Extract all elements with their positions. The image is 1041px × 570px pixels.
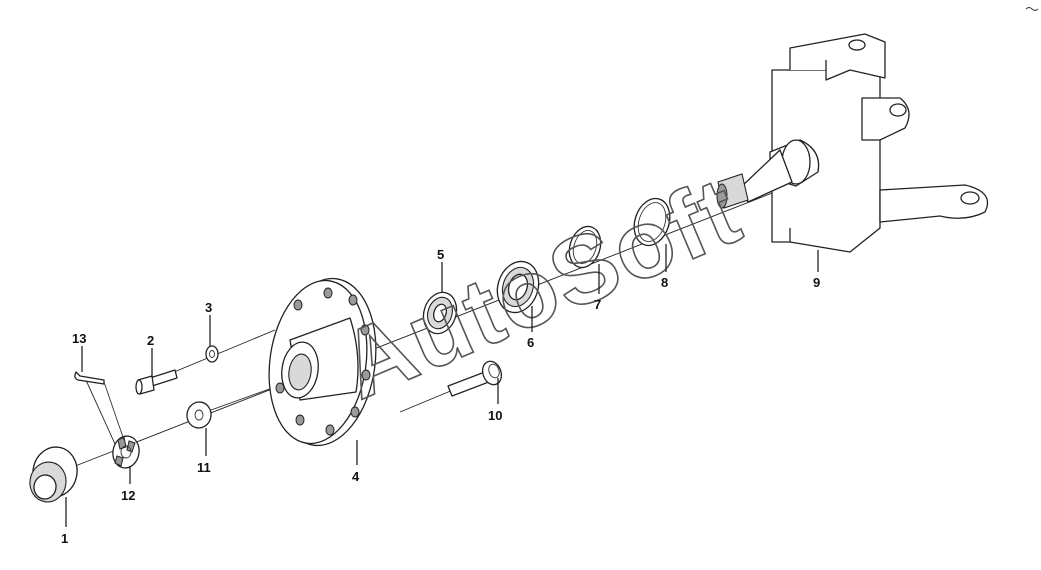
watermark-text: AutoSoft xyxy=(326,157,756,420)
seal-ring xyxy=(633,197,671,247)
hub-bolt xyxy=(447,360,503,397)
outer-bearing xyxy=(422,291,458,335)
wheel-stud xyxy=(135,369,178,395)
callout-1: 1 xyxy=(61,531,68,546)
castle-nut xyxy=(112,435,140,469)
callout-12: 12 xyxy=(121,488,135,503)
corner-mark xyxy=(1025,7,1039,11)
callout-labels: 1 2 3 4 5 6 7 8 9 10 11 12 13 xyxy=(61,247,820,546)
callout-6: 6 xyxy=(527,335,534,350)
bearing-race xyxy=(568,225,602,269)
cotter-pin xyxy=(74,371,125,441)
callout-2: 2 xyxy=(147,333,154,348)
steering-knuckle xyxy=(716,33,989,253)
callout-10: 10 xyxy=(488,408,502,423)
inner-bearing xyxy=(496,260,540,314)
leader-lines xyxy=(65,244,819,527)
callout-7: 7 xyxy=(594,297,601,312)
callout-5: 5 xyxy=(437,247,444,262)
grease-cap xyxy=(29,446,78,503)
stud-washer xyxy=(205,345,219,363)
keyed-washer xyxy=(186,401,212,429)
callout-13: 13 xyxy=(72,331,86,346)
callout-3: 3 xyxy=(205,300,212,315)
callout-11: 11 xyxy=(197,460,211,475)
callout-9: 9 xyxy=(813,275,820,290)
callout-8: 8 xyxy=(661,275,668,290)
wheel-hub xyxy=(268,277,377,447)
watermark: AutoSoft xyxy=(325,156,756,421)
callout-4: 4 xyxy=(352,469,360,484)
